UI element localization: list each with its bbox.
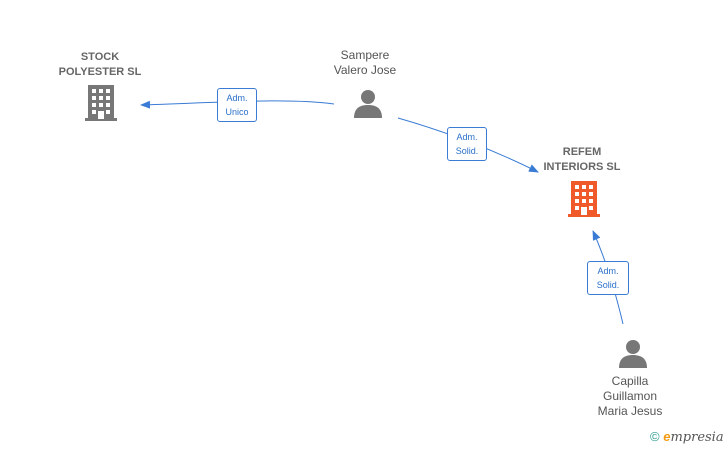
node-stock-line2: POLYESTER SL — [58, 66, 142, 78]
edge-label-capilla-refem[interactable]: Adm. Solid. — [587, 261, 629, 295]
brand-watermark: © empresia — [650, 429, 724, 445]
building-icon[interactable] — [84, 85, 118, 121]
person-icon[interactable] — [618, 339, 648, 369]
person-icon[interactable] — [353, 89, 383, 119]
node-capilla-label[interactable]: Capilla Guillamon Maria Jesus — [580, 374, 680, 419]
brand-e: e — [663, 429, 671, 444]
node-refem-label[interactable]: REFEM INTERIORS SL — [522, 145, 642, 175]
edge-label-line2: Solid. — [455, 146, 479, 156]
brand-rest: mpresia — [670, 430, 724, 445]
node-stock-label[interactable]: STOCK POLYESTER SL — [40, 50, 160, 80]
edge-label-line1: Adm. — [456, 132, 478, 142]
edge-label-sampere-stock[interactable]: Adm. Unico — [217, 88, 257, 122]
node-refem-line1: REFEM — [562, 146, 602, 158]
edge-label-line2: Solid. — [596, 280, 620, 290]
node-sampere-line2: Valero Jose — [333, 63, 397, 77]
edge-label-line2: Unico — [225, 107, 249, 117]
edge-label-line1: Adm. — [597, 266, 619, 276]
node-sampere-line1: Sampere — [340, 48, 390, 62]
edge-label-sampere-refem[interactable]: Adm. Solid. — [447, 127, 487, 161]
node-capilla-line1: Capilla — [611, 374, 649, 388]
node-sampere-label[interactable]: Sampere Valero Jose — [315, 48, 415, 78]
edge-label-line1: Adm. — [226, 93, 248, 103]
copyright-icon: © — [650, 429, 660, 444]
node-stock-line1: STOCK — [80, 51, 120, 63]
node-capilla-line2: Guillamon — [602, 389, 658, 403]
node-capilla-line3: Maria Jesus — [597, 404, 663, 418]
node-refem-line2: INTERIORS SL — [543, 161, 621, 173]
building-icon[interactable] — [567, 181, 601, 217]
